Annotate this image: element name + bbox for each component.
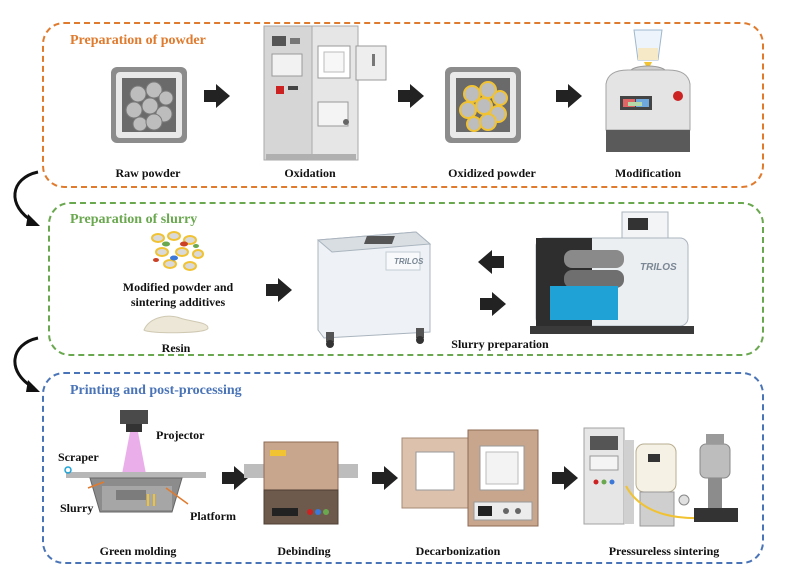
section-title-powder: Preparation of powder [70,33,206,48]
brand-text: TRILOS [640,262,677,273]
vacuum-mixer-icon: TRILOS [316,231,432,348]
label-projector: Projector [156,428,205,442]
pressureless-sintering-icon [583,427,738,527]
step-label-decarbonization: Decarbonization [415,544,501,558]
decarbonization-furnace-icon [401,429,539,527]
arrow-left-icon [478,250,504,274]
three-roll-mill-icon: TRILOS [530,211,694,334]
raw-powder-tray-icon [111,67,187,143]
label-modified-powder-line2: sintering additives [130,295,226,309]
label-modified-powder-line1: Modified powder and [122,280,234,294]
section-slurry [48,202,764,356]
brand-text: TRILOS [394,257,424,266]
curved-arrow-icon [13,336,40,392]
section-printing [42,372,764,564]
arrow-right-icon [480,292,506,316]
oxidation-furnace-icon [263,25,387,161]
section-title-slurry: Preparation of slurry [70,212,198,227]
debinding-furnace-icon [244,441,358,525]
step-label-raw-powder: Raw powder [115,166,181,180]
arrow-right-icon [266,278,292,302]
resin-icon [143,315,209,334]
step-label-green-molding: Green molding [99,544,177,558]
curved-arrow-icon [13,170,40,226]
arrow-right-icon [204,84,230,108]
step-label-oxidation: Oxidation [284,166,336,180]
step-label-modification: Modification [615,166,681,180]
modification-machine-icon [605,29,691,152]
label-scraper: Scraper [58,450,99,464]
arrow-right-icon [222,466,248,490]
label-slurry: Slurry [60,501,94,515]
arrow-right-icon [372,466,398,490]
label-resin: Resin [161,341,191,355]
modified-powder-particles-icon [151,231,204,271]
oxidized-powder-tray-icon [445,67,521,143]
section-powder [42,22,764,188]
arrow-right-icon [556,84,582,108]
arrow-right-icon [398,84,424,108]
label-slurry-preparation: Slurry preparation [451,337,549,351]
label-platform: Platform [190,509,236,523]
step-label-debinding: Debinding [277,544,331,558]
step-label-pressureless-sintering: Pressureless sintering [608,544,720,558]
dlp-printer-schematic-icon [64,410,206,513]
arrow-right-icon [552,466,578,490]
step-label-oxidized-powder: Oxidized powder [448,166,536,180]
section-title-printing: Printing and post-processing [70,383,242,398]
